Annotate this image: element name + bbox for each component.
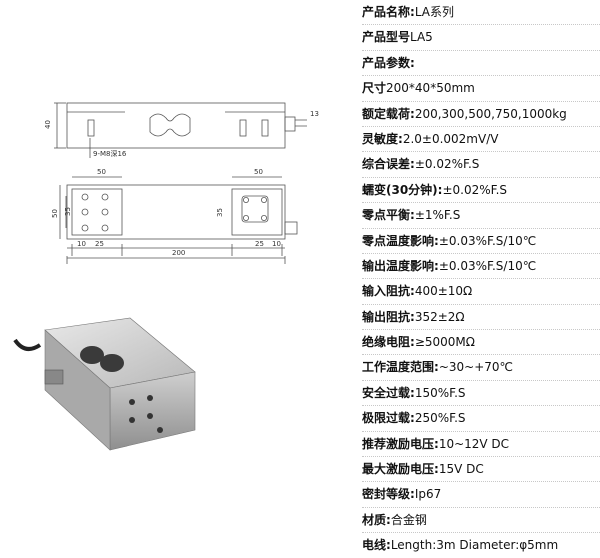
spec-row-rated-load: 额定载荷:200,300,500,750,1000kg bbox=[362, 102, 600, 127]
dim-10-left: 10 bbox=[77, 240, 86, 248]
spec-row-cable: 电线:Length:3m Diameter:φ5mm bbox=[362, 538, 559, 553]
dim-total: 200 bbox=[172, 249, 185, 257]
spec-row-output-impedance: 输出阻抗:352±2Ω bbox=[362, 305, 600, 331]
spec-row-size: 尺寸200*40*50mm bbox=[362, 76, 600, 102]
spec-row-material: 材质:合金钢 bbox=[362, 508, 600, 534]
spec-row-zero-temp-effect: 零点温度影响:±0.03%F.S/10℃ bbox=[362, 229, 600, 254]
spec-row-ultimate-overload: 极限过载:250%F.S bbox=[362, 406, 600, 432]
spec-row-safe-overload: 安全过载:150%F.S bbox=[362, 381, 600, 407]
spec-row-output-temp-effect: 输出温度影响:±0.03%F.S/10℃ bbox=[362, 254, 600, 280]
spec-row-max-voltage: 最大激励电压:15V DC bbox=[362, 457, 600, 483]
dim-25-right: 25 bbox=[255, 240, 264, 248]
dim-side-35-left: 35 bbox=[64, 207, 72, 216]
spec-row-creep: 蠕变(30分钟):±0.02%F.S bbox=[362, 178, 600, 204]
load-cell-drawing: 40 9-M8深16 13 50 50 50 35 35 10 bbox=[13, 102, 319, 451]
side-view-drawing bbox=[54, 102, 307, 158]
spec-row-operating-temp: 工作温度范围:~30~+70℃ bbox=[362, 355, 600, 381]
dim-top-right: 50 bbox=[254, 168, 263, 176]
spec-row-input-impedance: 输入阻抗:400±10Ω bbox=[362, 279, 600, 305]
dim-height: 40 bbox=[44, 120, 52, 129]
spec-row-combined-error: 综合误差:±0.02%F.S bbox=[362, 152, 600, 178]
spec-list: 产品名称:LA系列 产品型号LA5 产品参数: 尺寸200*40*50mm 额定… bbox=[362, 0, 600, 558]
dim-10-right: 10 bbox=[272, 240, 281, 248]
spec-row-sensitivity: 灵敏度:2.0±0.002mV/V bbox=[362, 127, 600, 153]
dim-side-right: 13 bbox=[310, 110, 319, 118]
dim-top-left: 50 bbox=[97, 168, 106, 176]
dim-thread-spec: 9-M8深16 bbox=[93, 149, 127, 158]
spec-row-model: 产品型号LA5 bbox=[362, 25, 600, 51]
spec-row-zero-balance: 零点平衡:±1%F.S bbox=[362, 203, 600, 229]
spec-row-insulation: 绝缘电阻:≥5000MΩ bbox=[362, 330, 600, 356]
spec-row-name: 产品名称:LA系列 bbox=[362, 0, 600, 26]
product-photo bbox=[13, 317, 196, 451]
spec-row-params: 产品参数: bbox=[362, 51, 600, 77]
spec-row-recommended-voltage: 推荐激励电压:10~12V DC bbox=[362, 432, 600, 458]
spec-row-sealing: 密封等级:Ip67 bbox=[362, 482, 600, 508]
dim-side-50: 50 bbox=[51, 209, 59, 218]
top-view-drawing bbox=[59, 176, 298, 264]
dim-side-35-right: 35 bbox=[216, 208, 224, 217]
dim-25-left: 25 bbox=[95, 240, 104, 248]
